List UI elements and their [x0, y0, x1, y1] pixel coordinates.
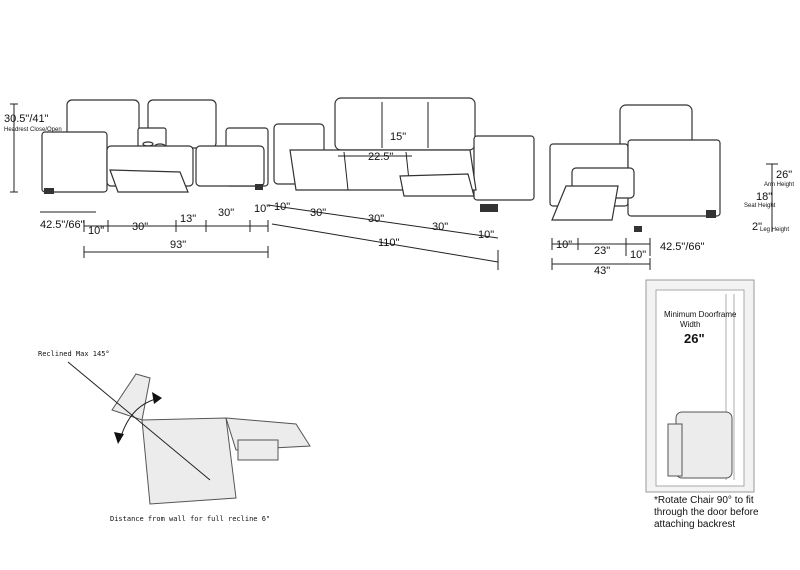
chair-leg-height-caption: Leg Height: [760, 227, 789, 233]
doorframe-width-value: 26": [684, 331, 705, 346]
chair-arm-height-value: 26": [776, 169, 792, 181]
doorframe-note-line2: through the door before: [654, 507, 759, 518]
loveseat-total-label: 93": [170, 239, 186, 251]
doorframe-illustration: [645, 279, 755, 493]
loveseat-seg-2: 30": [132, 221, 148, 233]
loveseat-seg-5: 10": [254, 203, 270, 215]
sofa-seg-1: 10": [274, 201, 290, 213]
chair-seat-height-caption: Seat Height: [744, 203, 776, 209]
chair-leg-height-value: 2": [752, 221, 762, 233]
chair-seg-1: 10": [556, 239, 572, 251]
sofa-seat-depth-label: 15": [390, 131, 406, 143]
chair-seat-height-value: 18": [756, 191, 772, 203]
sofa-seat-width-label: 22.5": [368, 151, 393, 163]
loveseat-drawing: [41, 99, 269, 194]
loveseat-seg-3: 13": [180, 213, 196, 225]
sofa-seg-4: 30": [432, 221, 448, 233]
loveseat-depth-label: 42.5"/66": [40, 219, 85, 231]
sofa-total-label: 110": [378, 237, 400, 249]
doorframe-note-line3: attaching backrest: [654, 519, 735, 530]
loveseat-seg-4: 30": [218, 207, 234, 219]
doorframe-title-line2: Width: [680, 320, 700, 329]
chair-arm-height-caption: Arm Height: [764, 182, 794, 188]
chair-seg-2: 23": [594, 245, 610, 257]
chair-depth-label: 42.5"/66": [660, 241, 705, 253]
doorframe-title-line1: Minimum Doorframe: [664, 310, 737, 319]
chair-total-label: 43": [594, 265, 610, 277]
chair-drawing: [549, 104, 721, 232]
recline-side-view: [67, 361, 311, 505]
sofa-drawing: [273, 97, 535, 212]
recline-max-label: Reclined Max 145°: [38, 350, 110, 358]
loveseat-height-label: 30.5"/41": [4, 113, 49, 125]
doorframe-note-line1: *Rotate Chair 90° to fit: [654, 495, 754, 506]
sofa-seg-3: 30": [368, 213, 384, 225]
sofa-seg-2: 30": [310, 207, 326, 219]
loveseat-headrest-label: Headrest Close/Open: [4, 127, 62, 133]
recline-wall-label: Distance from wall for full recline 6": [110, 515, 270, 523]
sofa-seg-5: 10": [478, 229, 494, 241]
chair-seg-3: 10": [630, 249, 646, 261]
loveseat-seg-1: 10": [88, 225, 104, 237]
